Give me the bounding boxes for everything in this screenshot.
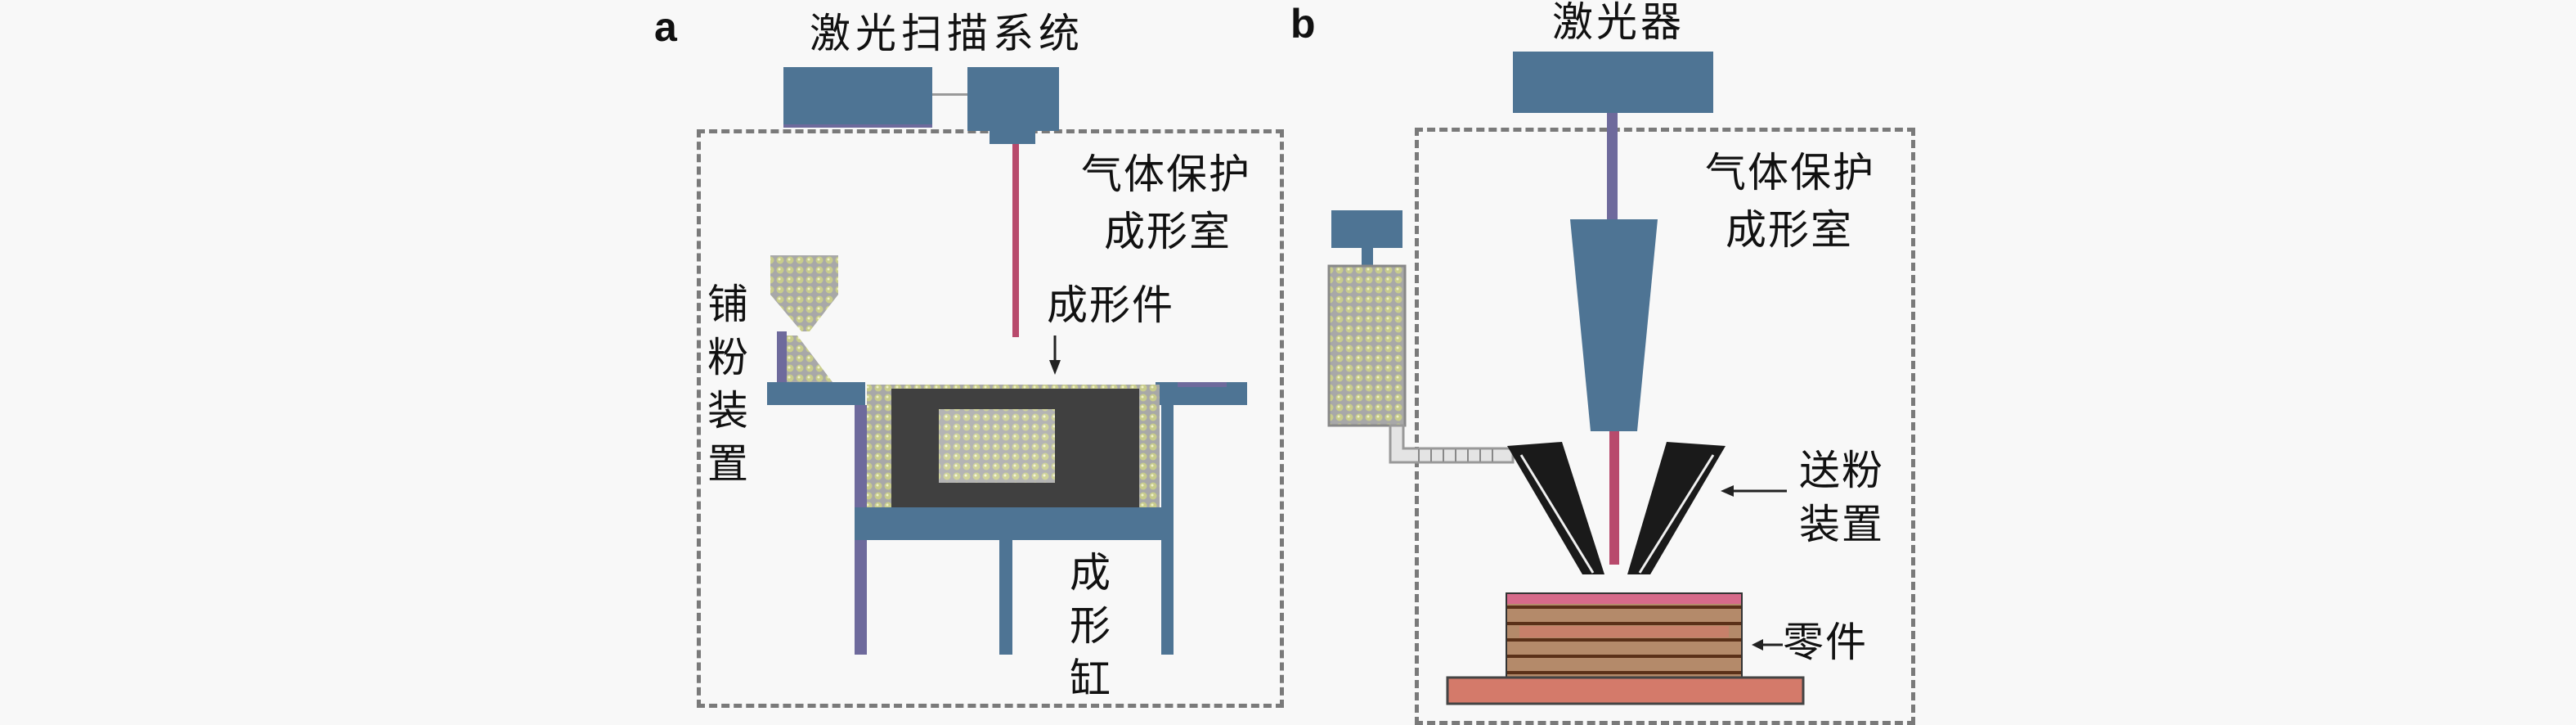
nozzle-right [1627,442,1726,574]
feed-tube-ribs [1418,449,1493,462]
spreader-blade [777,331,787,382]
laser-scanning-system-label: 激光扫描系统 [810,10,1084,57]
chamber-label-a-line1: 气体保护 [1081,151,1251,198]
feeder-motor [1331,210,1402,248]
powder-feeder-label-line2: 装置 [1799,501,1884,548]
arrow-to-powder-feeder [1721,485,1787,497]
laser-label: 激光器 [1552,0,1685,46]
feed-tube [1389,424,1515,464]
focusing-head [1570,219,1658,431]
laser-box [1513,52,1713,113]
nozzle-left [1507,442,1604,574]
laser-beam-a [1012,144,1019,337]
laser-beam-b [1609,431,1619,565]
part-label: 零件 [1783,619,1868,666]
left-platform [767,382,865,405]
substrate-plate [1446,676,1805,705]
piston-rod [999,540,1012,655]
laser-source-box [783,67,932,124]
powder-spreader-label: 铺粉装置 [707,281,748,488]
powder-hopper [770,255,838,331]
build-cylinder-label: 成形缸 [1070,549,1111,703]
powder-container [1327,264,1407,427]
panel-b-label: b [1290,1,1316,47]
scanner-connector [932,93,967,96]
chamber-label-b-line2: 成形室 [1726,206,1853,254]
chamber-label-b-line1: 气体保护 [1705,149,1875,196]
galvo-scanner-box [967,67,1059,131]
laser-fiber [1607,113,1618,219]
chamber-label-a-line2: 成形室 [1104,208,1232,255]
arrow-to-part [1752,639,1783,651]
powder-feeder-label-line1: 送粉 [1799,447,1884,494]
top-layer [1507,594,1741,604]
powder-pile [787,335,832,382]
formed-part-inner-powder [939,409,1055,483]
scanner-nozzle [990,129,1035,144]
layer-lines [1507,606,1741,674]
panel-a-label: a [654,4,677,50]
formed-part-label: 成形件 [1047,281,1174,329]
feeder-neck [1362,248,1373,268]
build-piston-plate [855,507,1174,540]
